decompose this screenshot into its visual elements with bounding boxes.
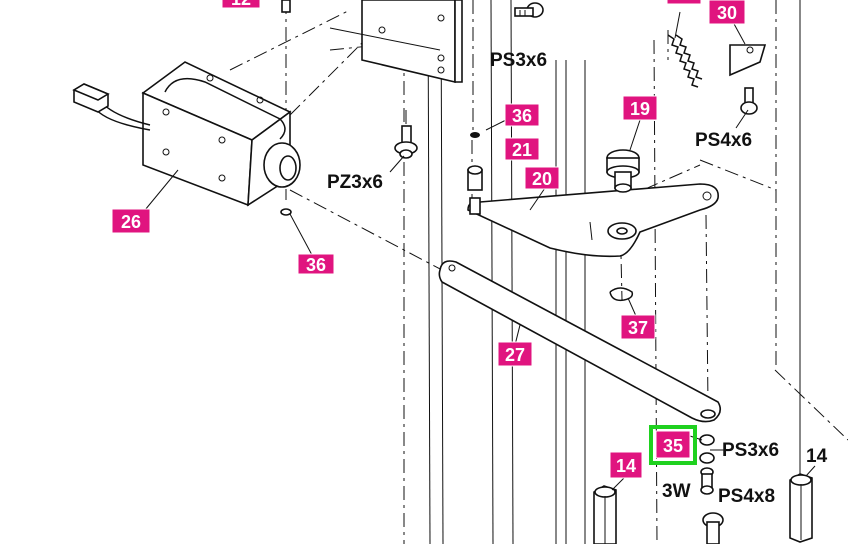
callout-14[interactable]: 14 xyxy=(609,451,643,479)
screw-12 xyxy=(281,0,291,13)
callout-21-text: 21 xyxy=(512,140,532,160)
leader-lines xyxy=(144,11,816,491)
label-ps4x6: PS4x6 xyxy=(695,130,752,151)
callout-35[interactable]: 35 xyxy=(655,430,691,459)
label-3w: 3W xyxy=(662,481,691,502)
callout-30[interactable]: 30 xyxy=(708,0,746,25)
guide-lines xyxy=(285,0,848,544)
solenoid-part xyxy=(72,61,301,216)
pin-19 xyxy=(606,149,640,193)
callout-14-text: 14 xyxy=(616,456,636,476)
callout-37-text: 37 xyxy=(628,318,648,338)
callout-27-text: 27 xyxy=(505,345,525,365)
highlight-box-35 xyxy=(649,425,697,465)
callout-36-left-text: 36 xyxy=(306,255,326,275)
callout-27[interactable]: 27 xyxy=(497,341,533,367)
callout-35-text: 35 xyxy=(663,436,683,456)
label-ps4x8: PS4x8 xyxy=(718,486,775,507)
screw-pz3x6 xyxy=(394,125,418,159)
ering-37 xyxy=(609,287,634,302)
washers-35 xyxy=(699,434,724,544)
callout-20[interactable]: 20 xyxy=(524,166,560,190)
label-14-right: 14 xyxy=(806,446,828,467)
small-parts xyxy=(467,132,483,191)
callout-21[interactable]: 21 xyxy=(504,137,540,161)
callout-36-top[interactable]: 36 xyxy=(504,103,540,127)
callout-20-text: 20 xyxy=(532,169,552,189)
arm-27 xyxy=(438,260,722,423)
label-ps3x6-top: PS3x6 xyxy=(490,50,547,71)
callout-19[interactable]: 19 xyxy=(622,95,658,121)
callout-19-text: 19 xyxy=(630,99,650,119)
callout-37[interactable]: 37 xyxy=(620,314,656,340)
callout-36-left[interactable]: 36 xyxy=(297,253,335,275)
callout-26[interactable]: 26 xyxy=(111,208,151,234)
spring-part xyxy=(667,34,767,88)
screw-ps3x6-top xyxy=(514,2,544,18)
callout-partial-top xyxy=(666,0,702,5)
lever-20 xyxy=(467,183,719,258)
standoff-14-left xyxy=(593,485,617,544)
callout-26-text: 26 xyxy=(121,212,141,232)
callout-36-top-text: 36 xyxy=(512,106,532,126)
screw-ps4x6 xyxy=(740,87,758,115)
label-ps3x6-bottom: PS3x6 xyxy=(722,440,779,461)
callout-12[interactable]: 12 xyxy=(221,0,261,9)
callout-30-text: 30 xyxy=(717,3,737,23)
standoff-14-right xyxy=(789,473,813,543)
callout-12-text: 12 xyxy=(231,0,251,9)
bracket-part xyxy=(329,0,463,84)
label-pz3x6: PZ3x6 xyxy=(327,172,383,193)
